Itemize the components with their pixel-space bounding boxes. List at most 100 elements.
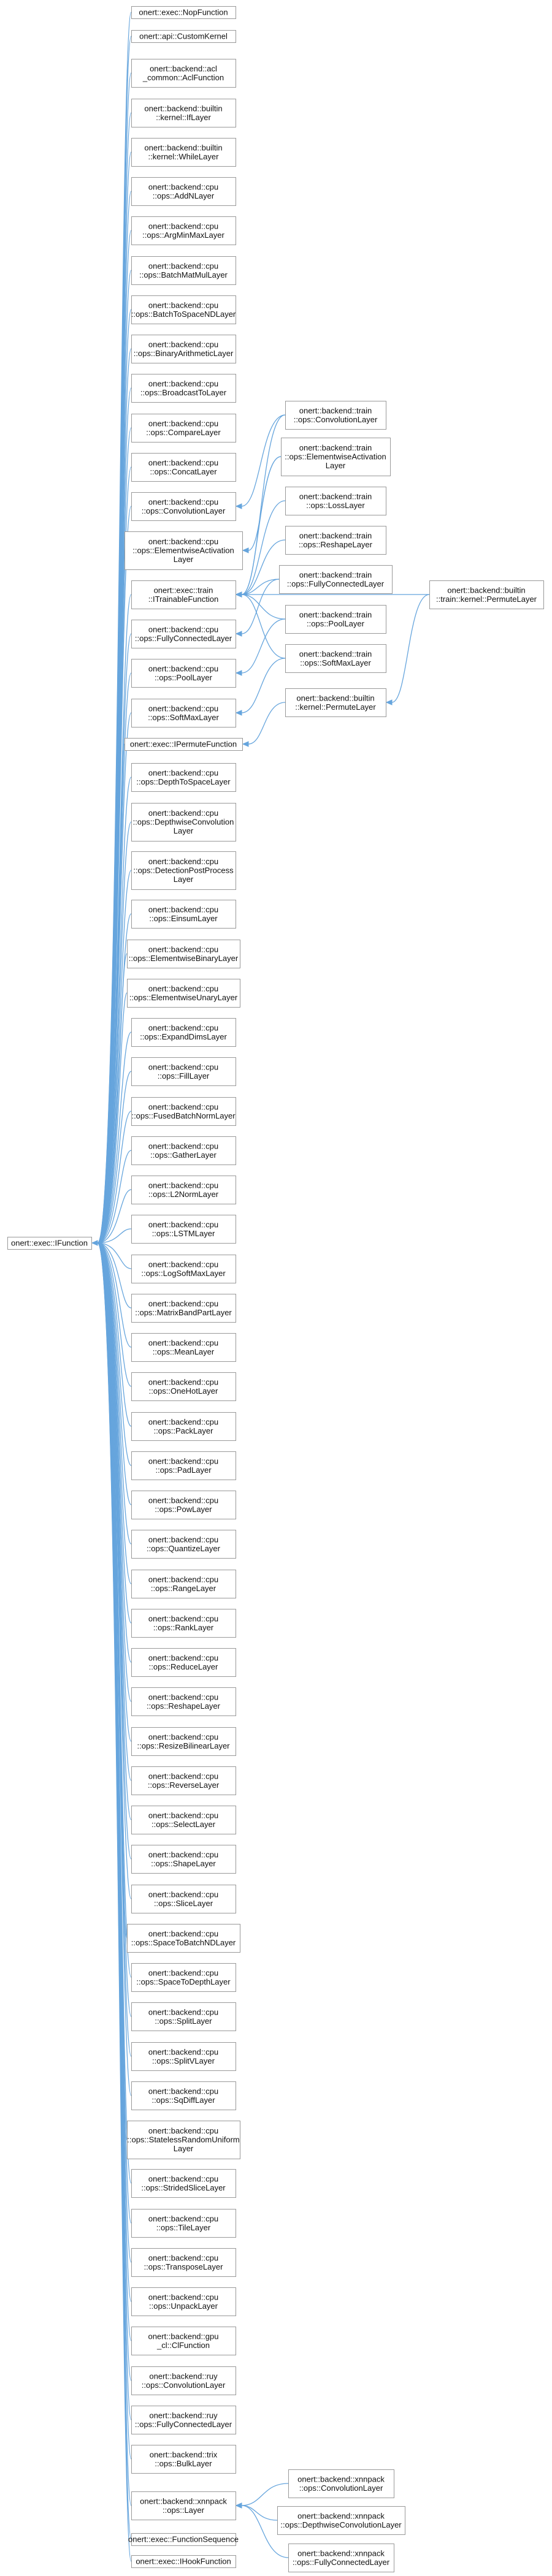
class-node-ifunction[interactable]: onert::exec::IFunction: [7, 1237, 92, 1250]
class-node-mbp[interactable]: onert::backend::cpu::ops::MatrixBandPart…: [131, 1294, 236, 1323]
class-node-xnnlayer[interactable]: onert::backend::xnnpack::ops::Layer: [131, 2491, 236, 2520]
class-node-xconv[interactable]: onert::backend::xnnpack::ops::Convolutio…: [288, 2469, 394, 2498]
class-node-label: ::ops::BatchMatMulLayer: [139, 270, 228, 279]
class-node-tfc[interactable]: onert::backend::train::ops::FullyConnect…: [279, 565, 393, 594]
class-node-label: onert::backend::cpu: [148, 1377, 218, 1386]
class-node-tloss[interactable]: onert::backend::train::ops::LossLayer: [285, 487, 386, 515]
class-node-s2d[interactable]: onert::backend::cpu::ops::SpaceToDepthLa…: [131, 1963, 236, 1992]
class-node-s2b[interactable]: onert::backend::cpu::ops::SpaceToBatchND…: [127, 1924, 240, 1953]
class-node-custom[interactable]: onert::api::CustomKernel: [131, 30, 236, 43]
class-node-label: ::kernel::PermuteLayer: [295, 702, 376, 712]
class-node-hook[interactable]: onert::exec::IHookFunction: [131, 2555, 236, 2568]
class-node-reverse[interactable]: onert::backend::cpu::ops::ReverseLayer: [131, 1766, 236, 1795]
class-node-aclact[interactable]: onert::backend::acl_common::AclFunction: [131, 59, 236, 88]
class-node-itrain[interactable]: onert::exec::train::ITrainableFunction: [131, 580, 236, 609]
class-node-tsoftmax[interactable]: onert::backend::train::ops::SoftMaxLayer: [285, 644, 386, 673]
class-node-ifl[interactable]: onert::backend::builtin::kernel::IfLayer: [131, 99, 236, 127]
class-node-label: onert::backend::builtin: [144, 104, 222, 113]
class-node-label: onert::backend::cpu: [148, 944, 218, 954]
class-node-lstm[interactable]: onert::backend::cpu::ops::LSTMLayer: [131, 1215, 236, 1244]
class-node-tpool[interactable]: onert::backend::train::ops::PoolLayer: [285, 605, 386, 634]
class-node-ebin[interactable]: onert::backend::cpu::ops::ElementwiseBin…: [127, 940, 240, 968]
class-node-sslice[interactable]: onert::backend::cpu::ops::StridedSliceLa…: [131, 2169, 236, 2198]
class-node-logsm[interactable]: onert::backend::cpu::ops::LogSoftMaxLaye…: [131, 1255, 236, 1283]
class-node-mean[interactable]: onert::backend::cpu::ops::MeanLayer: [131, 1333, 236, 1362]
class-node-label: ::ops::ResizeBilinearLayer: [137, 1741, 230, 1750]
class-node-iperm[interactable]: onert::exec::IPermuteFunction: [125, 738, 243, 751]
edge-line: [97, 1242, 132, 1309]
class-node-teact[interactable]: onert::backend::train::ops::ElementwiseA…: [281, 438, 391, 476]
class-node-reshape[interactable]: onert::backend::cpu::ops::ReshapeLayer: [131, 1687, 236, 1716]
edge-line: [97, 1242, 132, 1387]
class-node-label: onert::backend::cpu: [148, 2086, 218, 2095]
class-node-tbperm[interactable]: onert::backend::builtin::train::kernel::…: [429, 580, 544, 609]
class-node-label: ::ops::ConvolutionLayer: [142, 506, 226, 515]
class-node-range[interactable]: onert::backend::cpu::ops::RangeLayer: [131, 1570, 236, 1598]
class-node-label: onert::exec::IPermuteFunction: [130, 740, 237, 749]
class-node-treshape[interactable]: onert::backend::train::ops::ReshapeLayer: [285, 526, 386, 555]
class-node-pow[interactable]: onert::backend::cpu::ops::PowLayer: [131, 1491, 236, 1519]
class-node-slice[interactable]: onert::backend::cpu::ops::SliceLayer: [131, 1885, 236, 1913]
class-node-unpack[interactable]: onert::backend::cpu::ops::UnpackLayer: [131, 2287, 236, 2316]
class-node-reduce[interactable]: onert::backend::cpu::ops::ReduceLayer: [131, 1648, 236, 1677]
class-node-xdwconv[interactable]: onert::backend::xnnpack::ops::DepthwiseC…: [277, 2506, 405, 2535]
class-node-quant[interactable]: onert::backend::cpu::ops::QuantizeLayer: [131, 1530, 236, 1559]
class-node-binarith[interactable]: onert::backend::cpu::ops::BinaryArithmet…: [131, 335, 236, 363]
class-node-bmm[interactable]: onert::backend::cpu::ops::BatchMatMulLay…: [131, 256, 236, 285]
class-node-pad[interactable]: onert::backend::cpu::ops::PadLayer: [131, 1451, 236, 1480]
class-node-box: [131, 1097, 236, 1126]
class-node-b2s[interactable]: onert::backend::cpu::ops::BatchToSpaceND…: [131, 295, 236, 324]
class-node-ruyfc[interactable]: onert::backend::ruy::ops::FullyConnected…: [131, 2406, 236, 2434]
class-node-nop[interactable]: onert::exec::NopFunction: [131, 6, 236, 19]
class-node-pool[interactable]: onert::backend::cpu::ops::PoolLayer: [131, 659, 236, 688]
class-node-einsum[interactable]: onert::backend::cpu::ops::EinsumLayer: [131, 900, 236, 929]
class-node-shape[interactable]: onert::backend::cpu::ops::ShapeLayer: [131, 1845, 236, 1874]
class-node-select[interactable]: onert::backend::cpu::ops::SelectLayer: [131, 1806, 236, 1834]
class-node-while[interactable]: onert::backend::builtin::kernel::WhileLa…: [131, 138, 236, 167]
class-node-ruyconv[interactable]: onert::backend::ruy::ops::ConvolutionLay…: [131, 2366, 236, 2395]
class-node-box: [131, 138, 236, 167]
class-node-fill[interactable]: onert::backend::cpu::ops::FillLayer: [131, 1057, 236, 1086]
class-node-conv[interactable]: onert::backend::cpu::ops::ConvolutionLay…: [131, 492, 236, 521]
class-node-eact[interactable]: onert::backend::cpu::ops::ElementwiseAct…: [125, 531, 243, 570]
edge-line: [97, 777, 132, 1244]
class-node-xfc[interactable]: onert::backend::xnnpack::ops::FullyConne…: [288, 2544, 394, 2572]
class-node-gpucl[interactable]: onert::backend::gpu_cl::ClFunction: [131, 2327, 236, 2355]
class-node-eun[interactable]: onert::backend::cpu::ops::ElementwiseUna…: [127, 979, 240, 1008]
class-node-trixbulk[interactable]: onert::backend::trix::ops::BulkLayer: [131, 2445, 236, 2474]
edge-line: [97, 953, 128, 1244]
class-node-detpp[interactable]: onert::backend::cpu::ops::DetectionPostP…: [131, 851, 236, 890]
class-node-d2s[interactable]: onert::backend::cpu::ops::DepthToSpaceLa…: [131, 763, 236, 792]
class-node-bcast[interactable]: onert::backend::cpu::ops::BroadcastToLay…: [131, 374, 236, 403]
class-node-fbn[interactable]: onert::backend::cpu::ops::FusedBatchNorm…: [131, 1097, 236, 1126]
class-node-bperm[interactable]: onert::backend::builtin::kernel::Permute…: [285, 688, 386, 717]
class-node-l2n[interactable]: onert::backend::cpu::ops::L2NormLayer: [131, 1176, 236, 1204]
class-node-expand[interactable]: onert::backend::cpu::ops::ExpandDimsLaye…: [131, 1018, 236, 1047]
class-node-split[interactable]: onert::backend::cpu::ops::SplitLayer: [131, 2002, 236, 2031]
class-node-addn[interactable]: onert::backend::cpu::ops::AddNLayer: [131, 177, 236, 206]
class-node-pack[interactable]: onert::backend::cpu::ops::PackLayer: [131, 1412, 236, 1441]
class-node-rbil[interactable]: onert::backend::cpu::ops::ResizeBilinear…: [131, 1727, 236, 1756]
class-node-gather[interactable]: onert::backend::cpu::ops::GatherLayer: [131, 1136, 236, 1165]
class-node-srand[interactable]: onert::backend::cpu::ops::StatelessRando…: [127, 2121, 240, 2159]
class-node-rank[interactable]: onert::backend::cpu::ops::RankLayer: [131, 1609, 236, 1638]
class-node-dwconv[interactable]: onert::backend::cpu::ops::DepthwiseConvo…: [131, 803, 236, 842]
class-node-box: [288, 2544, 394, 2572]
class-node-label: onert::backend::cpu: [148, 1575, 218, 1584]
class-node-sqdiff[interactable]: onert::backend::cpu::ops::SqDiffLayer: [131, 2081, 236, 2110]
class-node-tconv[interactable]: onert::backend::train::ops::ConvolutionL…: [285, 401, 386, 430]
class-node-splitv[interactable]: onert::backend::cpu::ops::SplitVLayer: [131, 2042, 236, 2071]
edge-line: [241, 579, 280, 634]
class-node-concat[interactable]: onert::backend::cpu::ops::ConcatLayer: [131, 453, 236, 482]
class-node-compare[interactable]: onert::backend::cpu::ops::CompareLayer: [131, 414, 236, 443]
class-node-softmax[interactable]: onert::backend::cpu::ops::SoftMaxLayer: [131, 699, 236, 728]
class-node-argmm[interactable]: onert::backend::cpu::ops::ArgMinMaxLayer: [131, 216, 236, 245]
edge-line: [97, 1150, 132, 1244]
class-node-label: Layer: [174, 555, 194, 564]
class-node-transpose[interactable]: onert::backend::cpu::ops::TransposeLayer: [131, 2248, 236, 2277]
class-node-fc[interactable]: onert::backend::cpu::ops::FullyConnected…: [131, 620, 236, 648]
edge-treshape-to-itrain: [235, 539, 286, 598]
class-node-tile[interactable]: onert::backend::cpu::ops::TileLayer: [131, 2209, 236, 2238]
class-node-fseq[interactable]: onert::exec::FunctionSequence: [128, 2533, 239, 2546]
class-node-onehot[interactable]: onert::backend::cpu::ops::OneHotLayer: [131, 1372, 236, 1401]
